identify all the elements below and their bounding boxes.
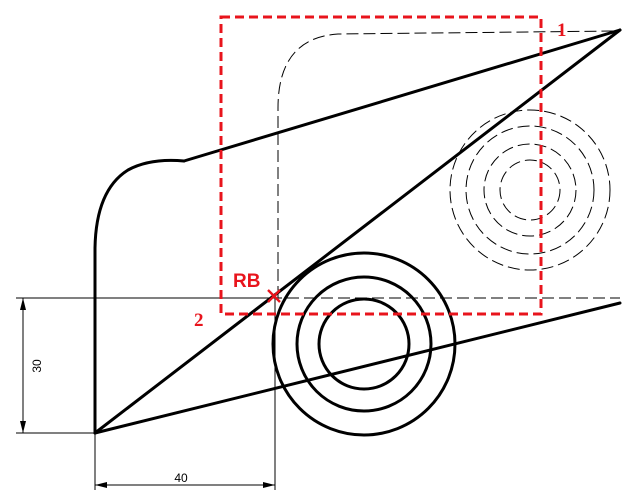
circle-outer bbox=[271, 251, 457, 437]
vertical-dimension-value: 30 bbox=[30, 359, 44, 373]
corner-point-marker: RB bbox=[233, 271, 281, 303]
horizontal-dim-arrow-right bbox=[263, 482, 275, 488]
marker-cross-stroke-b bbox=[267, 289, 281, 303]
horizontal-dimension-value: 40 bbox=[174, 471, 188, 485]
hidden-circle-middle bbox=[465, 125, 595, 255]
outline-top-edge bbox=[182, 28, 622, 163]
outline-diagonal-edge bbox=[93, 28, 622, 435]
bolt-hole-circles bbox=[271, 251, 457, 437]
horizontal-dimension: 40 bbox=[94, 298, 276, 490]
outline-left-profile bbox=[93, 158, 186, 435]
window-corner-label-2: 2 bbox=[194, 310, 204, 331]
corner-point-label: RB bbox=[233, 271, 260, 292]
hidden-geometry bbox=[270, 30, 620, 299]
circle-inner bbox=[317, 297, 411, 391]
vertical-dim-arrow-top bbox=[20, 298, 26, 310]
circle-middle bbox=[295, 275, 433, 413]
vertical-dimension: 30 bbox=[16, 297, 278, 434]
selection-window bbox=[219, 15, 543, 316]
part-outline bbox=[93, 28, 622, 435]
outline-bottom-edge bbox=[93, 301, 622, 435]
horizontal-dim-arrow-left bbox=[95, 482, 107, 488]
hidden-circle-core bbox=[499, 159, 561, 221]
hidden-rounded-edge bbox=[277, 30, 619, 298]
hidden-circle-outer bbox=[449, 109, 611, 271]
window-corner-label-1: 1 bbox=[557, 20, 567, 41]
vertical-dim-arrow-bottom bbox=[20, 421, 26, 433]
hidden-circle-inner bbox=[483, 143, 577, 237]
